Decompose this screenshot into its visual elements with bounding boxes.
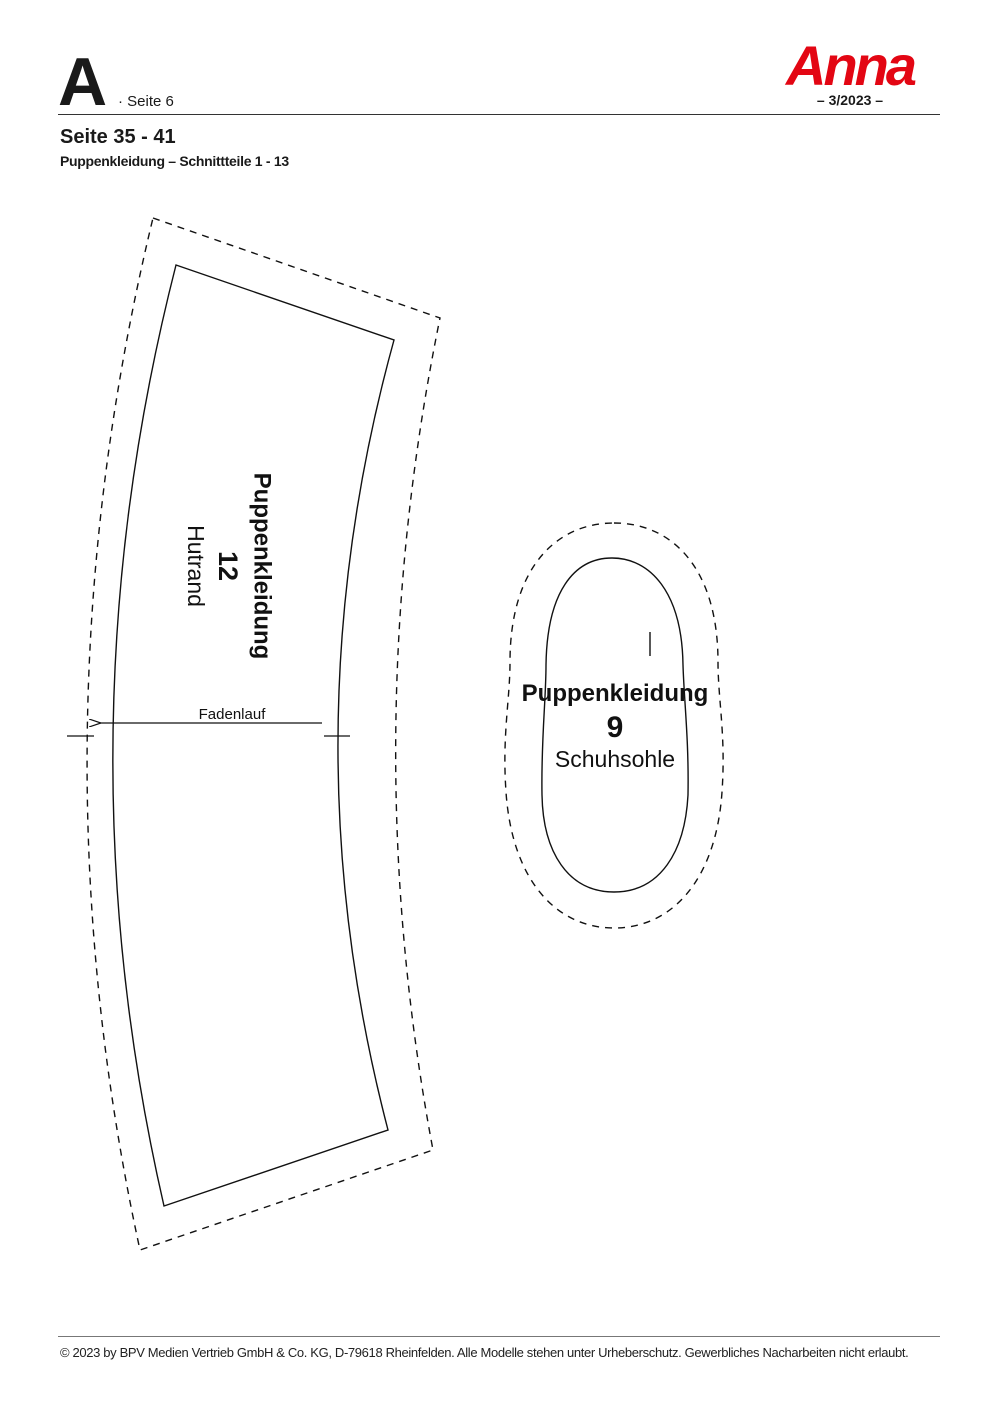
sheet-letter: A [58, 44, 107, 120]
brand-block: Anna – 3/2023 – [760, 34, 940, 109]
page-title: Seite 35 - 41 [60, 126, 176, 148]
sheet-page-number: · Seite 6 [118, 93, 174, 110]
piece-name-label: Schuhsohle [555, 746, 675, 772]
grainline-label: Fadenlauf [199, 706, 267, 723]
piece-name-label: Hutrand [183, 525, 209, 607]
header-divider [58, 114, 940, 115]
issue-number: – 3/2023 – [816, 92, 884, 108]
seam-allowance-outline [86, 217, 441, 1251]
piece-category-label: Puppenkleidung [249, 473, 276, 660]
brand-logo: Anna [786, 34, 917, 97]
piece-number-label: 12 [213, 551, 243, 581]
page-subtitle: Puppenkleidung – Schnittteile 1 - 13 [60, 153, 289, 169]
pattern-piece-shoe-sole: Puppenkleidung 9 Schuhsohle [504, 522, 724, 929]
pattern-piece-hat-brim: Fadenlauf Puppenkleidung 12 Hutrand [67, 217, 441, 1251]
cutting-line-outline [112, 264, 395, 1207]
piece-number-label: 9 [607, 711, 624, 744]
piece-category-label: Puppenkleidung [522, 680, 709, 707]
cutting-line-outline [541, 557, 689, 893]
footer-copyright: © 2023 by BPV Medien Vertrieb GmbH & Co.… [60, 1345, 909, 1360]
footer-divider [58, 1336, 940, 1337]
